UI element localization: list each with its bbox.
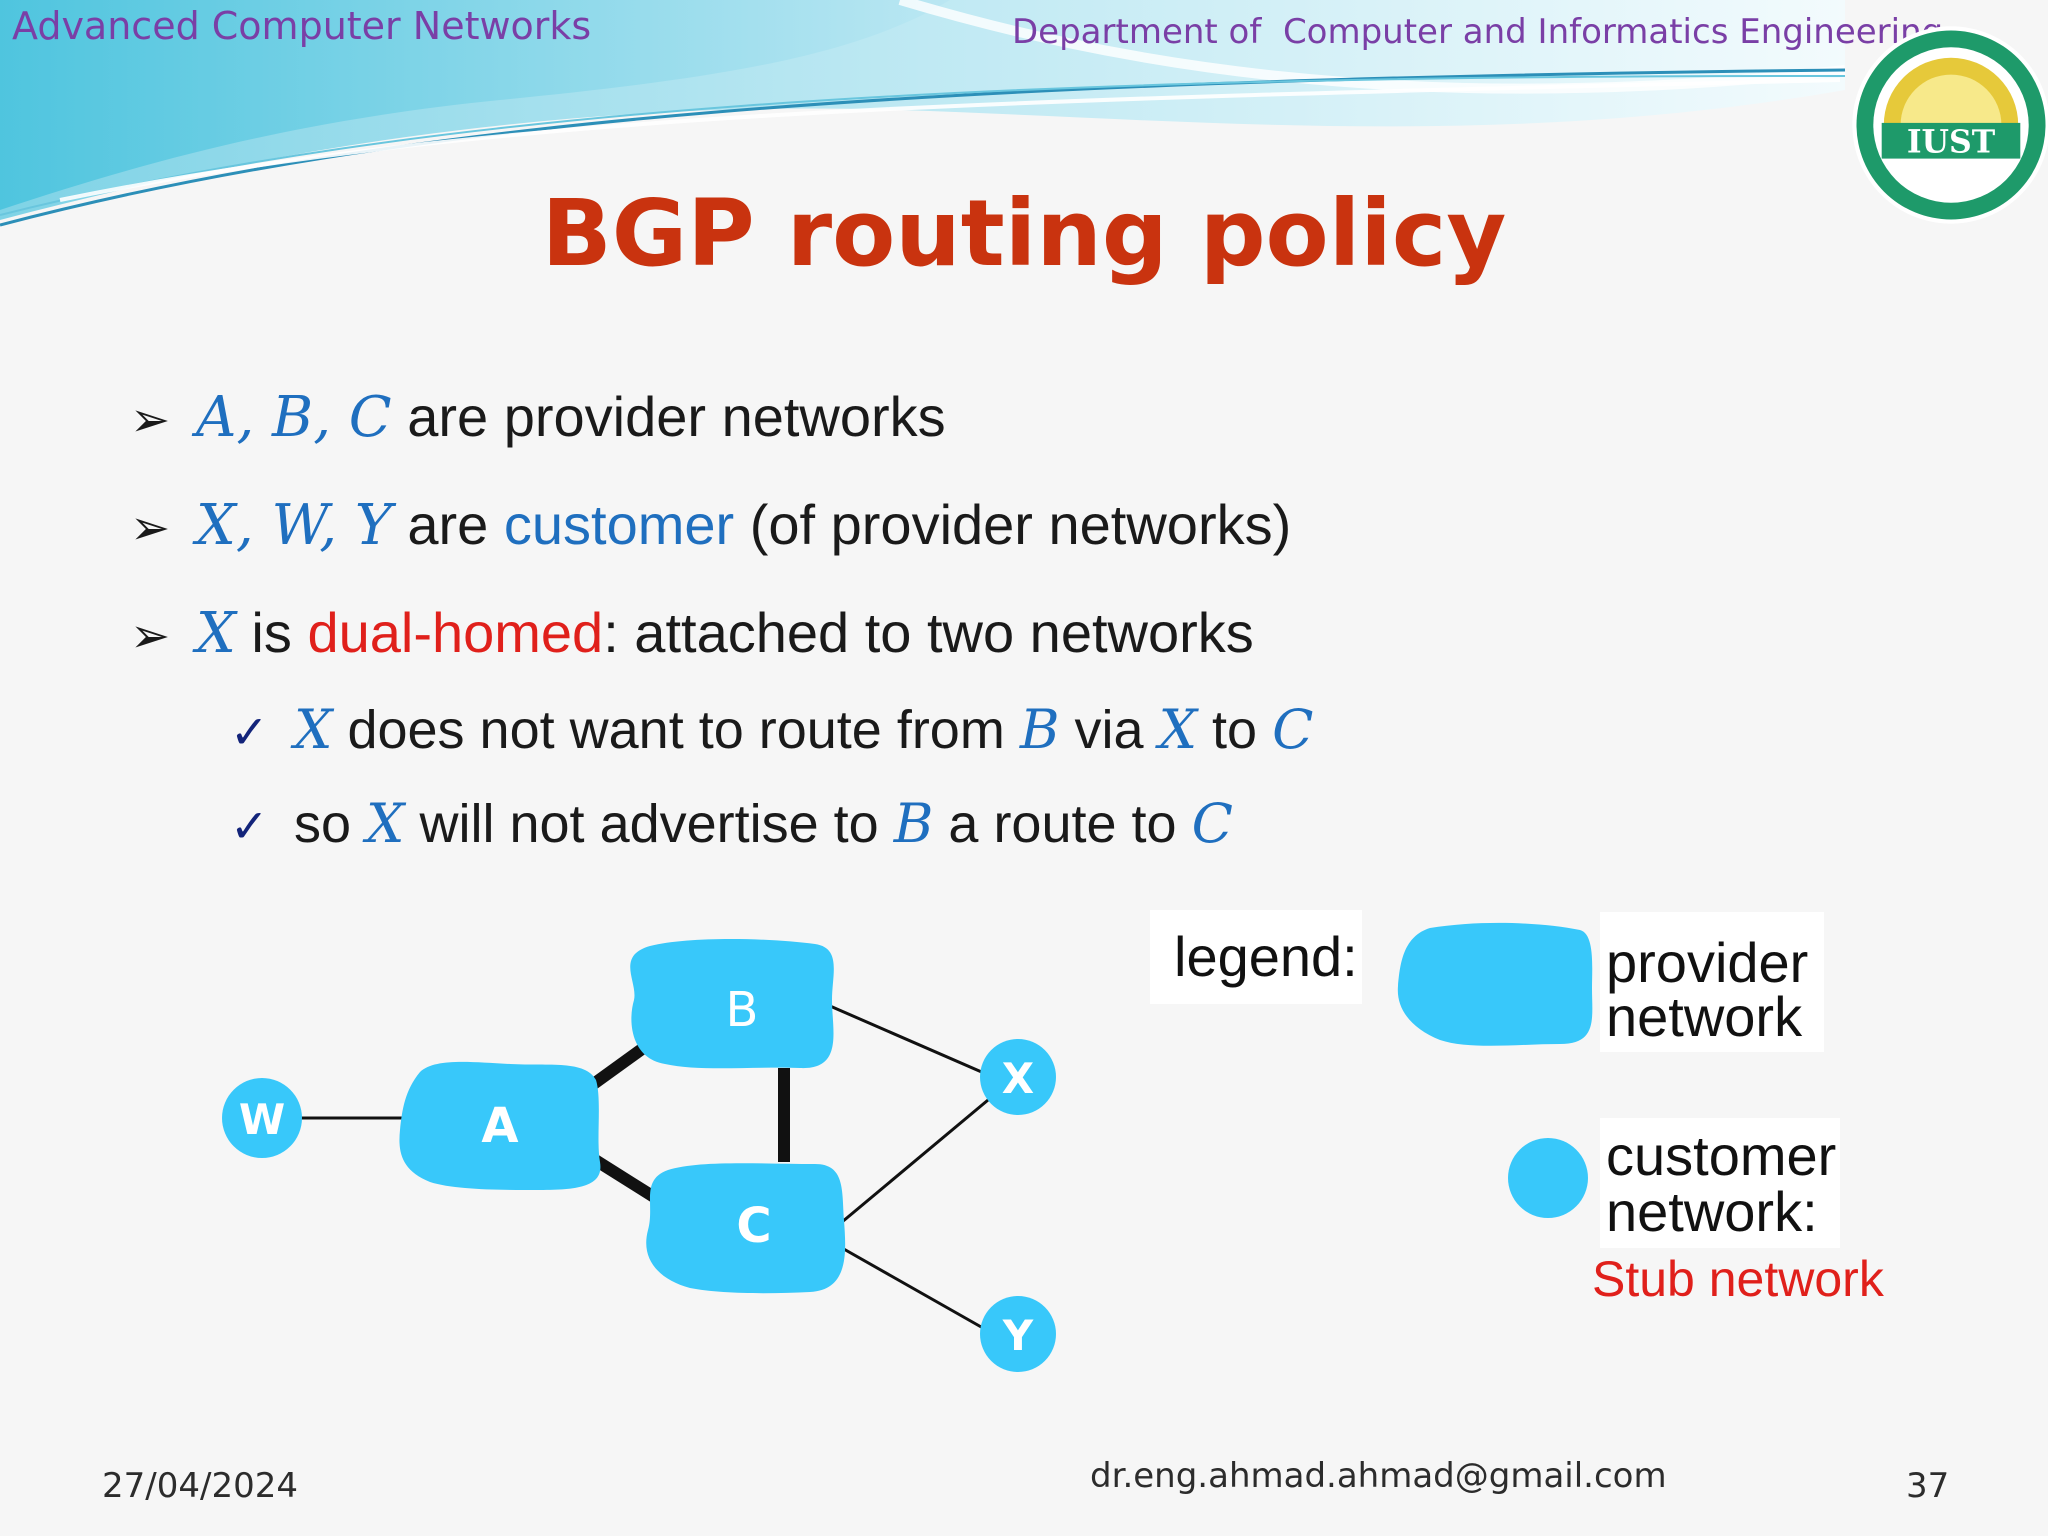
math-text: C bbox=[1191, 792, 1233, 855]
logo-text: IUST bbox=[1907, 123, 1996, 160]
customer-node-w bbox=[222, 1078, 302, 1158]
bullet-text: are provider networks bbox=[391, 385, 946, 448]
sub-bullet-1: ✓ X does not want to route from B via X t… bbox=[230, 698, 1313, 761]
sub-bullet-text: will not advertise to bbox=[404, 794, 894, 854]
bullet-customers: ➢ X, W, Y are customer (of provider netwo… bbox=[130, 492, 1291, 558]
sub-bullet-2: ✓ so X will not advertise to B a route to… bbox=[230, 792, 1233, 855]
node-label-w: W bbox=[239, 1095, 285, 1144]
header-waves bbox=[0, 0, 1846, 227]
page-number: 37 bbox=[1906, 1466, 1950, 1506]
sub-bullet-text: so bbox=[294, 794, 367, 854]
bullet-text: (of provider networks) bbox=[734, 493, 1292, 556]
bullet-text: are bbox=[391, 493, 504, 556]
node-label-c: C bbox=[736, 1198, 771, 1254]
legend-provider-line2: network bbox=[1606, 985, 1803, 1048]
link-b-x bbox=[829, 1004, 1001, 1082]
footer-email: dr.eng.ahmad.ahmad@gmail.com bbox=[1090, 1456, 1667, 1496]
math-text: B bbox=[1019, 698, 1060, 761]
legend-title: legend: bbox=[1150, 910, 1362, 1004]
department-name: Department of Computer and Informatics E… bbox=[1012, 12, 1944, 52]
checkmark-icon: ✓ bbox=[230, 800, 269, 852]
bullet-dual-homed: ➢ X is dual-homed: attached to two networ… bbox=[130, 600, 1254, 666]
highlight-text: dual-homed bbox=[307, 601, 604, 664]
link-c-y bbox=[841, 1246, 991, 1334]
math-text: C bbox=[1272, 698, 1314, 761]
customer-node-y bbox=[980, 1296, 1056, 1372]
sub-bullet-text: via bbox=[1059, 700, 1159, 760]
legend-customer-line1: customer bbox=[1606, 1124, 1837, 1187]
legend-customer-line2: network: bbox=[1606, 1180, 1818, 1243]
arrow-bullet-icon: ➢ bbox=[130, 502, 171, 555]
provider-node-b bbox=[630, 939, 834, 1069]
node-label-x: X bbox=[1002, 1054, 1034, 1103]
bullet-text: is bbox=[235, 601, 308, 664]
math-text: X bbox=[366, 792, 405, 855]
legend-customer-icon bbox=[1508, 1138, 1588, 1218]
legend-stub-label: Stub network bbox=[1592, 1251, 1884, 1307]
bullet-providers: ➢ A, B, C are provider networks bbox=[130, 384, 946, 450]
math-text: B bbox=[893, 792, 934, 855]
customer-node-x bbox=[980, 1039, 1056, 1115]
university-logo: IUST bbox=[1852, 26, 2048, 224]
math-text: X bbox=[294, 698, 333, 761]
sub-bullet-text: to bbox=[1197, 700, 1273, 760]
network-diagram: B A C W X Y bbox=[222, 939, 1056, 1372]
node-label-b: B bbox=[726, 982, 759, 1038]
provider-node-a bbox=[399, 1061, 601, 1190]
sub-bullet-text: does not want to route from bbox=[332, 700, 1020, 760]
node-label-a: A bbox=[481, 1098, 518, 1154]
checkmark-icon: ✓ bbox=[230, 706, 269, 758]
highlight-text: customer bbox=[503, 493, 735, 556]
legend-provider-line1: provider bbox=[1606, 931, 1809, 994]
provider-node-c bbox=[646, 1163, 846, 1294]
link-c-x bbox=[841, 1088, 1001, 1224]
node-label-y: Y bbox=[1002, 1311, 1034, 1360]
arrow-bullet-icon: ➢ bbox=[130, 610, 171, 663]
slide-title: BGP routing policy bbox=[541, 180, 1507, 287]
legend-provider-icon bbox=[1397, 922, 1593, 1046]
sub-bullet-text: a route to bbox=[933, 794, 1192, 854]
footer-date: 27/04/2024 bbox=[102, 1466, 298, 1506]
legend-customer-label: customer network: bbox=[1600, 1118, 1840, 1248]
math-text: X bbox=[196, 601, 236, 666]
arrow-bullet-icon: ➢ bbox=[130, 394, 171, 447]
legend-provider-label: provider network bbox=[1600, 912, 1824, 1052]
math-text: X bbox=[1158, 698, 1198, 761]
bullet-text: : attached to two networks bbox=[603, 601, 1254, 664]
math-text: A, B, C bbox=[196, 385, 392, 450]
course-title: Advanced Computer Networks bbox=[12, 4, 592, 48]
math-text: X, W, Y bbox=[196, 493, 392, 558]
